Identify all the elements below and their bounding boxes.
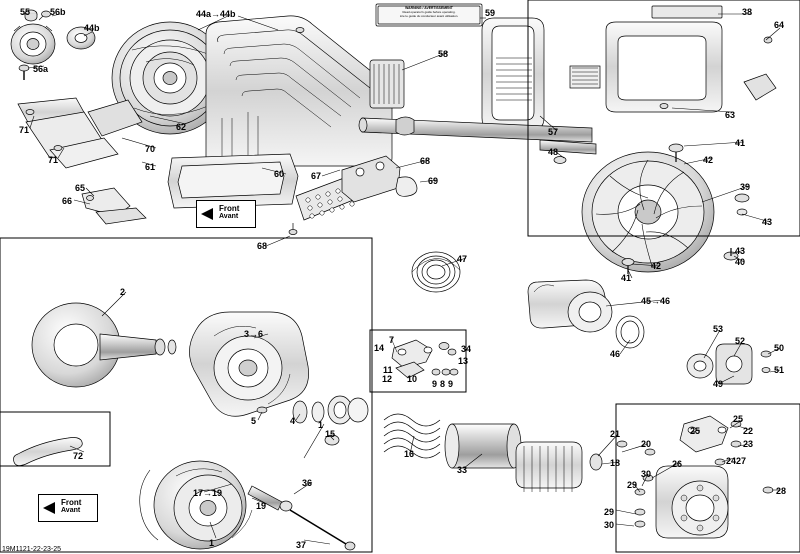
callout-1: 1 bbox=[209, 538, 215, 548]
callout-47: 47 bbox=[457, 254, 468, 264]
decal-line-3: Lire le guide du conducteur avant utilis… bbox=[399, 14, 459, 18]
callout-39: 39 bbox=[740, 182, 751, 192]
callout-10: 10 bbox=[407, 374, 418, 384]
callout-63: 63 bbox=[725, 110, 736, 120]
callout-69: 69 bbox=[428, 176, 439, 186]
callout-21: 21 bbox=[610, 429, 621, 439]
callout-68: 68 bbox=[257, 241, 268, 251]
callout-18: 18 bbox=[610, 458, 621, 468]
callout-28: 28 bbox=[776, 486, 787, 496]
callout-14: 14 bbox=[374, 343, 385, 353]
callout-12: 12 bbox=[382, 374, 393, 384]
callout-59: 59 bbox=[485, 8, 496, 18]
callout-29: 29 bbox=[627, 480, 638, 490]
callout-25: 25 bbox=[733, 414, 744, 424]
callout-27: 27 bbox=[736, 456, 747, 466]
callout-50: 50 bbox=[774, 343, 785, 353]
front-direction-box-2: Front Avant bbox=[38, 494, 98, 522]
callout-38: 38 bbox=[742, 7, 753, 17]
callout-36: 36 bbox=[302, 478, 313, 488]
callout-11: 11 bbox=[383, 365, 393, 375]
callout-66: 66 bbox=[62, 196, 73, 206]
callout-45-46: 45→46 bbox=[641, 296, 671, 306]
callout-13: 13 bbox=[458, 356, 469, 366]
callout-42: 42 bbox=[651, 261, 662, 271]
callout-72: 72 bbox=[73, 451, 84, 461]
callout-51: 51 bbox=[774, 365, 785, 375]
front-label-2: Front bbox=[61, 498, 82, 507]
callout-23: 23 bbox=[743, 439, 754, 449]
callout-71: 71 bbox=[19, 125, 30, 135]
callout-65: 65 bbox=[75, 183, 86, 193]
callout-5: 5 bbox=[251, 416, 257, 426]
decal-line-1: WARNING / AVERTISSEMENT bbox=[405, 6, 453, 10]
callout-41: 41 bbox=[621, 273, 632, 283]
callout-17-19: 17→19 bbox=[193, 488, 223, 498]
callout-19: 19 bbox=[256, 501, 267, 511]
callout-46: 46 bbox=[610, 349, 621, 359]
callout-9: 9 bbox=[432, 379, 438, 389]
callout-24: 24 bbox=[726, 456, 737, 466]
callout-53: 53 bbox=[713, 324, 724, 334]
warning-decal: WARNING / AVERTISSEMENT Read operator's … bbox=[378, 6, 480, 24]
callout-42: 42 bbox=[703, 155, 714, 165]
callout-29: 29 bbox=[604, 507, 615, 517]
callout-3-6: 3→6 bbox=[244, 329, 264, 339]
callout-20: 20 bbox=[641, 439, 652, 449]
callout-67: 67 bbox=[311, 171, 322, 181]
callout-41: 41 bbox=[735, 138, 746, 148]
callout-56b: 56b bbox=[50, 7, 66, 17]
callout-44a-44b: 44a→44b bbox=[196, 9, 236, 19]
callout-64: 64 bbox=[774, 20, 785, 30]
callout-15: 15 bbox=[325, 429, 336, 439]
front-direction-box-1: Front Avant bbox=[196, 200, 256, 228]
callout-34: 34 bbox=[461, 344, 472, 354]
callout-7: 7 bbox=[389, 335, 395, 345]
callout-37: 37 bbox=[296, 540, 307, 550]
callout-30: 30 bbox=[641, 469, 652, 479]
callout-57: 57 bbox=[548, 127, 559, 137]
decal-line-2: Read operator's guide before operating. bbox=[402, 10, 456, 14]
avant-label-2: Avant bbox=[61, 507, 81, 514]
callout-43: 43 bbox=[735, 246, 746, 256]
callout-49: 49 bbox=[713, 379, 724, 389]
callout-30: 30 bbox=[604, 520, 615, 530]
callout-48: 48 bbox=[548, 147, 559, 157]
callout-58: 58 bbox=[438, 49, 449, 59]
callout-68: 68 bbox=[420, 156, 431, 166]
callout-26: 26 bbox=[672, 459, 683, 469]
callout-16: 16 bbox=[404, 449, 415, 459]
callout-44b: 44b bbox=[84, 23, 100, 33]
callout-70: 70 bbox=[145, 144, 156, 154]
callout-33: 33 bbox=[457, 465, 468, 475]
callout-40: 40 bbox=[735, 257, 746, 267]
callout-62: 62 bbox=[176, 122, 187, 132]
sheet-part-number: 19M1121-22-23-25 bbox=[2, 546, 62, 553]
callout-52: 52 bbox=[735, 336, 746, 346]
callout-43: 43 bbox=[762, 217, 773, 227]
callout-55: 55 bbox=[20, 7, 31, 17]
callout-1: 1 bbox=[318, 420, 324, 430]
callout-61: 61 bbox=[145, 162, 156, 172]
callout-2: 2 bbox=[120, 287, 126, 297]
callout-71: 71 bbox=[48, 155, 59, 165]
avant-label-1: Avant bbox=[219, 213, 239, 220]
callout-56a: 56a bbox=[33, 64, 49, 74]
callout-8: 8 bbox=[440, 379, 446, 389]
callout-9: 9 bbox=[448, 379, 454, 389]
callout-25: 25 bbox=[690, 426, 701, 436]
callout-22: 22 bbox=[743, 426, 754, 436]
front-label-1: Front bbox=[219, 204, 240, 213]
callout-60: 60 bbox=[274, 169, 285, 179]
callout-4: 4 bbox=[290, 416, 296, 426]
